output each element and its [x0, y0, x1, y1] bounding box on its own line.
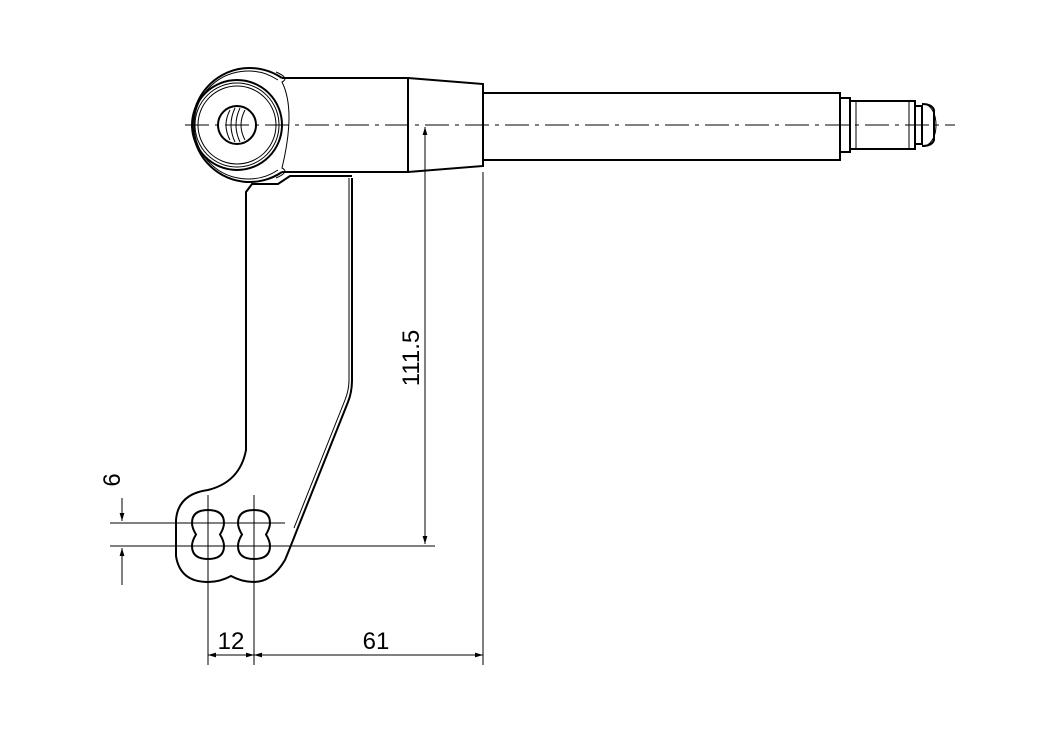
axle-shaft	[483, 92, 937, 161]
dim-label-6: 6	[99, 473, 126, 486]
dimension-6: 6	[99, 473, 126, 585]
spindle-body	[282, 77, 484, 173]
eye-boss	[191, 67, 290, 183]
dim-label-61: 61	[363, 628, 390, 655]
dimension-61: 61	[254, 628, 483, 658]
dimension-111-5: 111.5	[398, 127, 428, 544]
dim-label-111-5: 111.5	[398, 330, 425, 387]
threaded-hole	[217, 105, 257, 145]
dim-label-12: 12	[218, 628, 245, 655]
dimension-12: 12	[208, 628, 254, 658]
steering-arm	[110, 175, 435, 665]
